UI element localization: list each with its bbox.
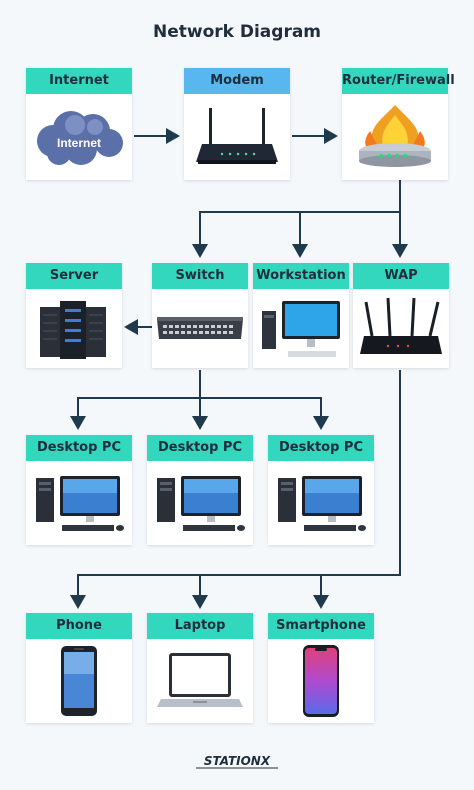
logo-text: STATIONX [204, 754, 271, 768]
desktop-pc-icon [157, 476, 245, 531]
stationx-logo: STATIONX [0, 750, 474, 777]
node-label: Desktop PC [268, 435, 374, 461]
node-label: Modem [184, 68, 290, 94]
arrow-wap-phone [70, 370, 401, 609]
arrow-switch-desktop1 [70, 370, 201, 430]
node-workstation: Workstation [253, 263, 349, 368]
node-laptop: Laptop [147, 613, 253, 723]
switch-icon [157, 316, 243, 339]
desktop-pc-icon [278, 476, 366, 531]
stationx-logo-mark: STATIONX [196, 754, 278, 769]
node-label: Laptop [147, 613, 253, 639]
arrow-switch-desktop3 [200, 397, 329, 430]
laptop-icon [157, 653, 243, 707]
node-label: WAP [353, 263, 449, 289]
diagram-title: Network Diagram [152, 22, 322, 42]
node-label: Smartphone [268, 613, 374, 639]
node-router-firewall: Router/Firewall [342, 68, 455, 180]
node-smartphone: Smartphone [268, 613, 374, 723]
node-label: Phone [26, 613, 132, 639]
node-server: Server [26, 263, 122, 368]
node-switch: Switch [152, 263, 248, 368]
firewall-icon [359, 105, 431, 167]
smartphone-icon [303, 645, 339, 717]
cloud-label: Internet [57, 136, 101, 150]
node-label: Workstation [253, 263, 349, 289]
node-internet: Internet Internet [26, 68, 132, 180]
node-label: Router/Firewall [342, 68, 455, 94]
wireless-access-point-icon [360, 297, 442, 354]
node-desktop-pc-2: Desktop PC [147, 435, 253, 545]
desktop-pc-icon [36, 476, 124, 531]
node-label: Server [26, 263, 122, 289]
node-label: Desktop PC [26, 435, 132, 461]
workstation-icon [262, 300, 340, 357]
node-desktop-pc-1: Desktop PC [26, 435, 132, 545]
node-modem: Modem [184, 68, 290, 180]
node-label: Switch [152, 263, 248, 289]
node-label: Desktop PC [147, 435, 253, 461]
modem-icon [196, 108, 278, 164]
node-phone: Phone [26, 613, 132, 723]
server-icon [40, 300, 106, 359]
phone-icon [61, 646, 97, 716]
node-wap: WAP [353, 263, 449, 368]
node-label: Internet [26, 68, 132, 94]
node-desktop-pc-3: Desktop PC [268, 435, 374, 545]
cloud-icon: Internet [37, 111, 123, 165]
